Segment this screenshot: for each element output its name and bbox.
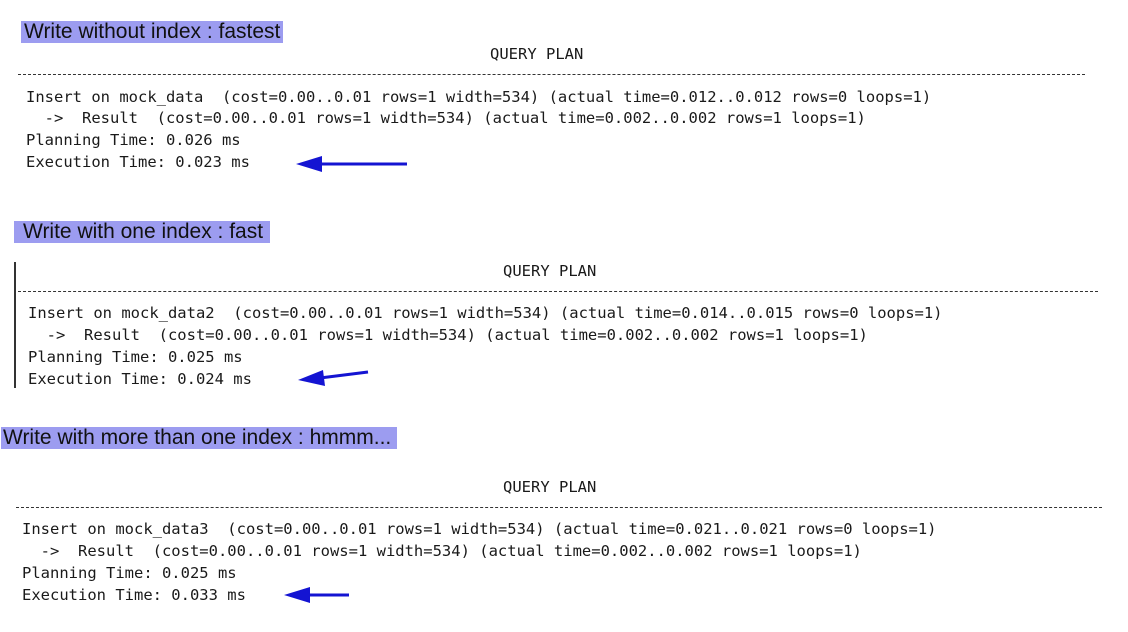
planning-time: Planning Time: 0.026 ms: [26, 131, 241, 149]
query-plan-header: QUERY PLAN: [490, 45, 584, 63]
dashed-divider: [18, 74, 1085, 75]
planning-time: Planning Time: 0.025 ms: [22, 564, 237, 582]
section-heading: Write with one index : fast: [14, 221, 271, 243]
plan-insert-line: Insert on mock_data2 (cost=0.00..0.01 ro…: [28, 304, 943, 322]
plan-result-line: -> Result (cost=0.00..0.01 rows=1 width=…: [28, 326, 868, 344]
query-plan-header: QUERY PLAN: [503, 478, 597, 496]
plan-result-line: -> Result (cost=0.00..0.01 rows=1 width=…: [22, 542, 862, 560]
dashed-divider: [18, 291, 1098, 292]
left-arrow-icon: [296, 156, 407, 172]
planning-time: Planning Time: 0.025 ms: [28, 348, 243, 366]
execution-time: Execution Time: 0.023 ms: [26, 153, 250, 171]
left-arrow-icon: [298, 370, 369, 386]
execution-time: Execution Time: 0.024 ms: [28, 370, 252, 388]
plan-insert-line: Insert on mock_data3 (cost=0.00..0.01 ro…: [22, 520, 937, 538]
execution-time: Execution Time: 0.033 ms: [22, 586, 246, 604]
vertical-bar: [14, 262, 16, 388]
plan-insert-line: Insert on mock_data (cost=0.00..0.01 row…: [26, 88, 932, 106]
section-heading: Write without index : fastest: [21, 21, 284, 43]
query-plan-header: QUERY PLAN: [503, 262, 597, 280]
section-heading: Write with more than one index : hmmm...: [1, 427, 398, 449]
plan-result-line: -> Result (cost=0.00..0.01 rows=1 width=…: [26, 109, 866, 127]
dashed-divider: [16, 507, 1102, 508]
left-arrow-icon: [284, 587, 349, 603]
